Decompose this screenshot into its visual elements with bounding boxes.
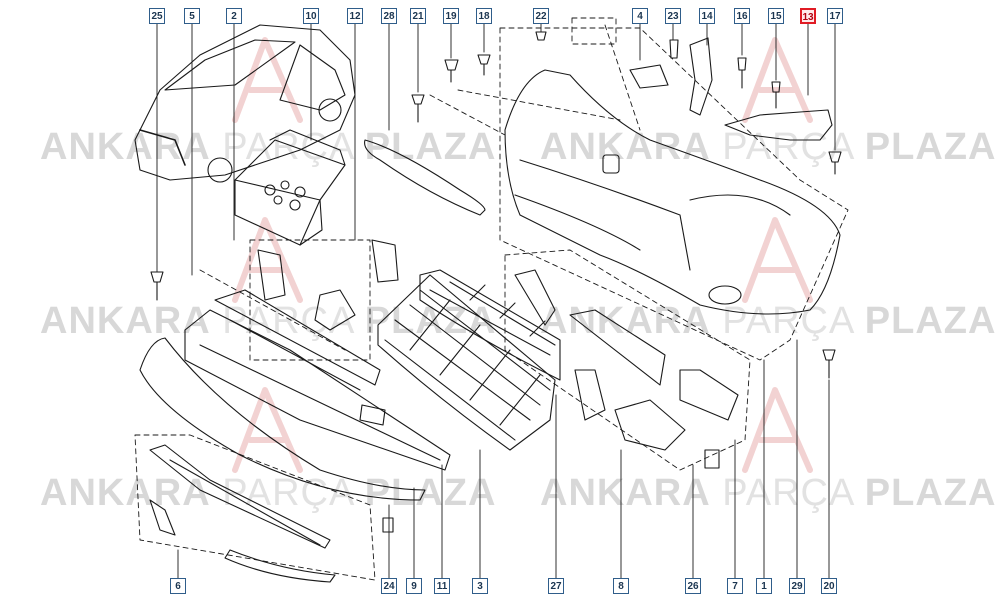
part-label-5: 5 xyxy=(184,8,200,24)
part-label-10: 10 xyxy=(303,8,319,24)
part-label-16: 16 xyxy=(734,8,750,24)
upper-grille-strip xyxy=(364,139,486,216)
watermark: ANKARA PARÇA PLAZA xyxy=(540,472,997,514)
watermark-logo xyxy=(232,37,813,473)
part-label-21: 21 xyxy=(410,8,426,24)
car-illustration xyxy=(134,24,356,183)
small-clip xyxy=(382,517,394,533)
fog-lamp-trims xyxy=(514,269,739,469)
fasteners xyxy=(150,31,842,379)
part-label-18: 18 xyxy=(476,8,492,24)
part-label-27: 27 xyxy=(548,578,564,594)
part-label-25: 25 xyxy=(149,8,165,24)
part-label-24: 24 xyxy=(381,578,397,594)
lower-trim-strips xyxy=(149,444,336,583)
under-tray xyxy=(184,289,451,471)
part-label-6: 6 xyxy=(170,578,186,594)
plate-bracket xyxy=(359,404,386,426)
part-label-12: 12 xyxy=(347,8,363,24)
watermark: ANKARA PARÇA PLAZA xyxy=(540,300,997,342)
bumper-clips xyxy=(257,239,399,331)
bumper-cover xyxy=(504,69,841,315)
part-label-7: 7 xyxy=(727,578,743,594)
watermark: ANKARA PARÇA PLAZA xyxy=(40,126,497,168)
dashed-callouts xyxy=(134,17,849,581)
part-label-17: 17 xyxy=(827,8,843,24)
part-label-29: 29 xyxy=(789,578,805,594)
watermark: ANKARA PARÇA PLAZA xyxy=(40,472,497,514)
part-label-8: 8 xyxy=(613,578,629,594)
lower-grille xyxy=(377,274,556,451)
side-bracket xyxy=(689,37,713,116)
part-label-2: 2 xyxy=(226,8,242,24)
part-label-9: 9 xyxy=(406,578,422,594)
leader-lines xyxy=(156,23,836,579)
part-label-19: 19 xyxy=(443,8,459,24)
part-label-1: 1 xyxy=(756,578,772,594)
part-label-3: 3 xyxy=(472,578,488,594)
part-label-14: 14 xyxy=(699,8,715,24)
part-label-15: 15 xyxy=(768,8,784,24)
part-label-28: 28 xyxy=(381,8,397,24)
watermark: ANKARA PARÇA PLAZA xyxy=(540,126,997,168)
center-grille xyxy=(419,269,561,381)
part-label-22: 22 xyxy=(533,8,549,24)
part-label-26: 26 xyxy=(685,578,701,594)
part-label-13: 13 xyxy=(800,8,816,24)
bumper-bracket xyxy=(724,109,833,141)
part-label-11: 11 xyxy=(434,578,450,594)
part-label-4: 4 xyxy=(632,8,648,24)
part-label-20: 20 xyxy=(821,578,837,594)
parts-box xyxy=(234,129,346,246)
lower-lip-spoiler xyxy=(139,337,426,501)
part-label-23: 23 xyxy=(665,8,681,24)
watermark: ANKARA PARÇA PLAZA xyxy=(40,300,497,342)
